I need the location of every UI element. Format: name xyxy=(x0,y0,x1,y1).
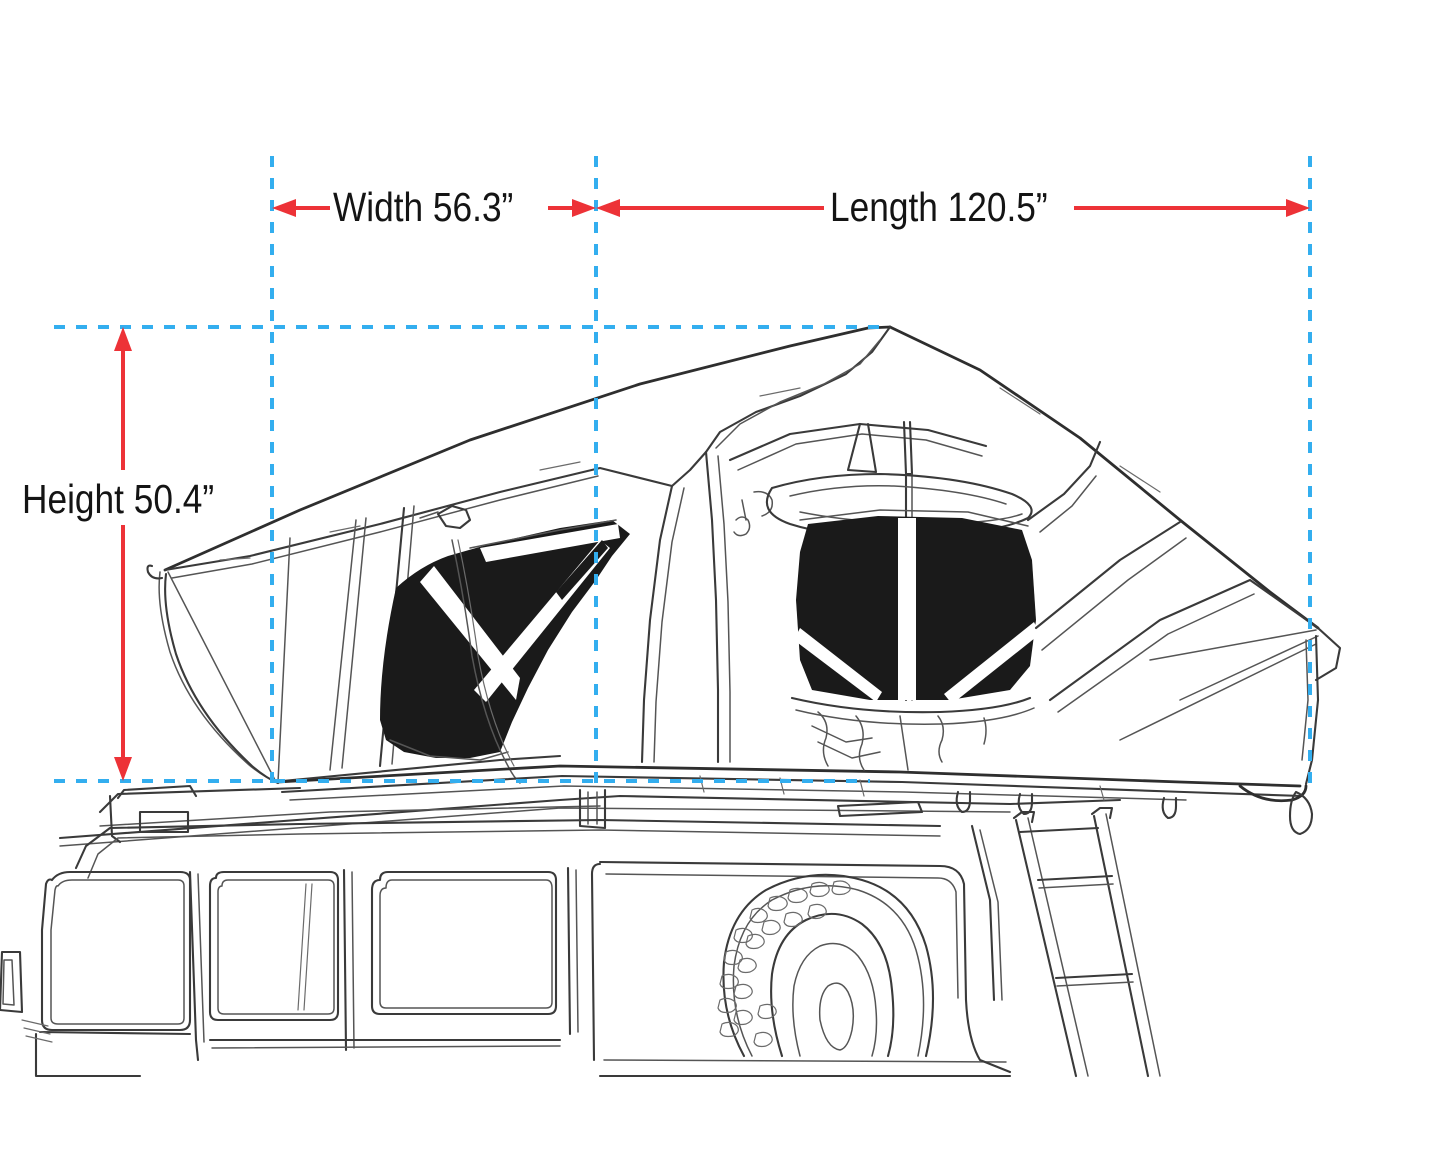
ladder xyxy=(1012,806,1161,1078)
width-dimension-arrow xyxy=(272,199,596,217)
height-dimension-arrow xyxy=(114,327,132,781)
rooftop-tent xyxy=(146,325,1342,836)
length-dimension-label: Length 120.5” xyxy=(830,184,1048,230)
dimension-arrows xyxy=(114,199,1310,781)
spare-tire xyxy=(717,873,934,1058)
vehicle-outline xyxy=(0,784,1122,1078)
guide-lines xyxy=(54,156,1312,790)
width-dimension-label: Width 56.3” xyxy=(333,184,514,230)
length-dimension-arrow xyxy=(596,199,1310,217)
height-dimension-label: Height 50.4” xyxy=(22,474,218,525)
